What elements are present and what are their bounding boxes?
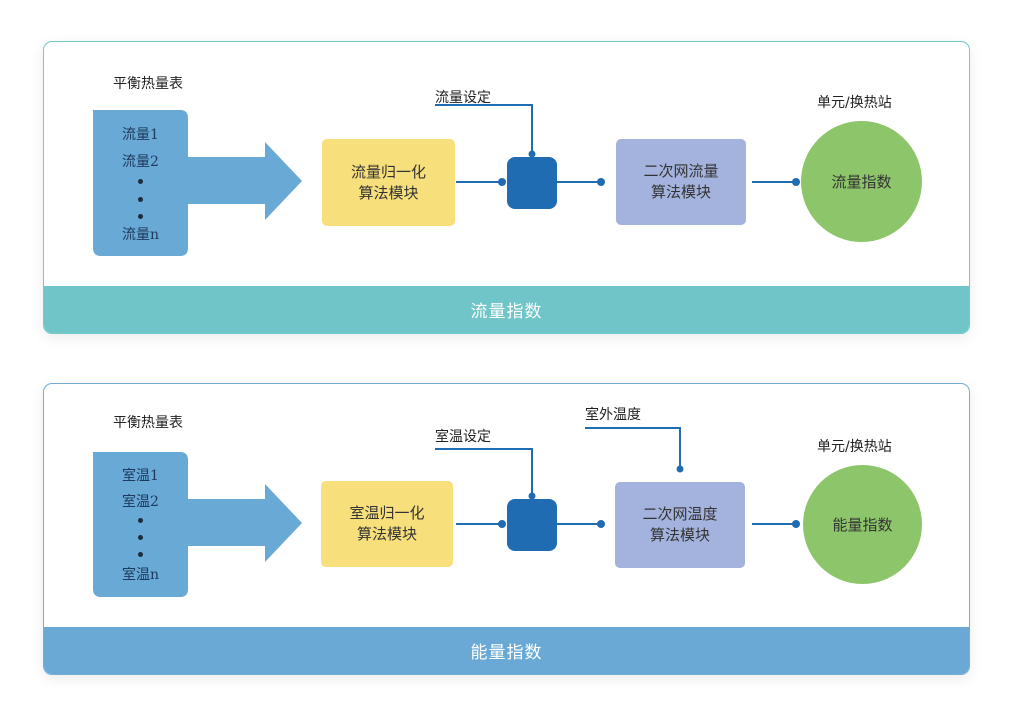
unit-label: 单元/换热站 — [817, 95, 892, 111]
setpoint-dot — [528, 150, 536, 158]
outdoor-temp-label: 室外温度 — [585, 407, 641, 423]
input-dot — [498, 178, 506, 186]
outdoor-temp-line — [585, 427, 681, 469]
algo-block-line2: 算法模块 — [649, 526, 710, 544]
meter-list: 流量1 流量2 流量n — [93, 110, 188, 256]
panel-footer-title: 流量指数 — [44, 286, 969, 333]
algo-block-line1: 二次网温度 — [642, 505, 718, 523]
setpoint-label: 室温设定 — [435, 429, 491, 445]
sensor-item-2: 室温2 — [122, 494, 159, 510]
sensor-item-1: 室温1 — [122, 468, 159, 484]
normalize-block: 室温归一化 算法模块 — [321, 481, 453, 567]
setpoint-label: 流量设定 — [435, 90, 491, 106]
flow-index-panel: 平衡热量表 流量1 流量2 流量n 流量设定 流量归一化 算法模块 二次网流量 … — [43, 41, 970, 334]
source-label: 平衡热量表 — [113, 415, 183, 431]
setpoint-line — [435, 448, 533, 496]
normalize-block-line1: 室温归一化 — [349, 504, 425, 522]
result-circle: 能量指数 — [803, 465, 922, 584]
algo-block: 二次网温度 算法模块 — [615, 482, 745, 568]
ellipsis-dot — [138, 179, 143, 184]
energy-diagram-connectors — [93, 427, 800, 597]
ellipsis-dot — [138, 197, 143, 202]
controller-block — [507, 157, 557, 209]
meter-item-1: 流量1 — [122, 127, 159, 143]
setpoint-line — [435, 104, 533, 154]
flow-diagram-connectors — [93, 104, 800, 256]
normalize-block-line2: 算法模块 — [356, 525, 417, 543]
meter-item-n: 流量n — [121, 227, 160, 243]
source-arrow — [93, 452, 302, 597]
normalize-block: 流量归一化 算法模块 — [322, 139, 455, 226]
setpoint-dot — [528, 492, 536, 500]
normalize-block-line1: 流量归一化 — [350, 162, 426, 181]
controller-block — [507, 499, 557, 551]
normalize-block-line2: 算法模块 — [358, 183, 419, 202]
algo-block-line2: 算法模块 — [650, 183, 711, 201]
ellipsis-dot — [138, 214, 143, 219]
meter-item-2: 流量2 — [122, 154, 159, 170]
source-arrow — [93, 110, 302, 256]
energy-index-panel: 平衡热量表 室温1 室温2 室温n 室温设定 室外温度 室温归一化 算法模块 二… — [43, 383, 970, 675]
algo-block-line1: 二次网流量 — [643, 162, 719, 180]
sensor-list: 室温1 室温2 室温n — [93, 452, 188, 597]
sensor-item-n: 室温n — [121, 567, 160, 583]
unit-label: 单元/换热站 — [817, 439, 892, 455]
algo-block: 二次网流量 算法模块 — [616, 139, 746, 225]
ellipsis-dot — [138, 552, 143, 557]
ellipsis-dot — [138, 518, 143, 523]
ellipsis-dot — [138, 535, 143, 540]
source-label: 平衡热量表 — [113, 76, 183, 92]
result-circle: 流量指数 — [801, 121, 922, 242]
outdoor-temp-dot — [676, 465, 684, 473]
panel-footer-title: 能量指数 — [44, 627, 969, 674]
